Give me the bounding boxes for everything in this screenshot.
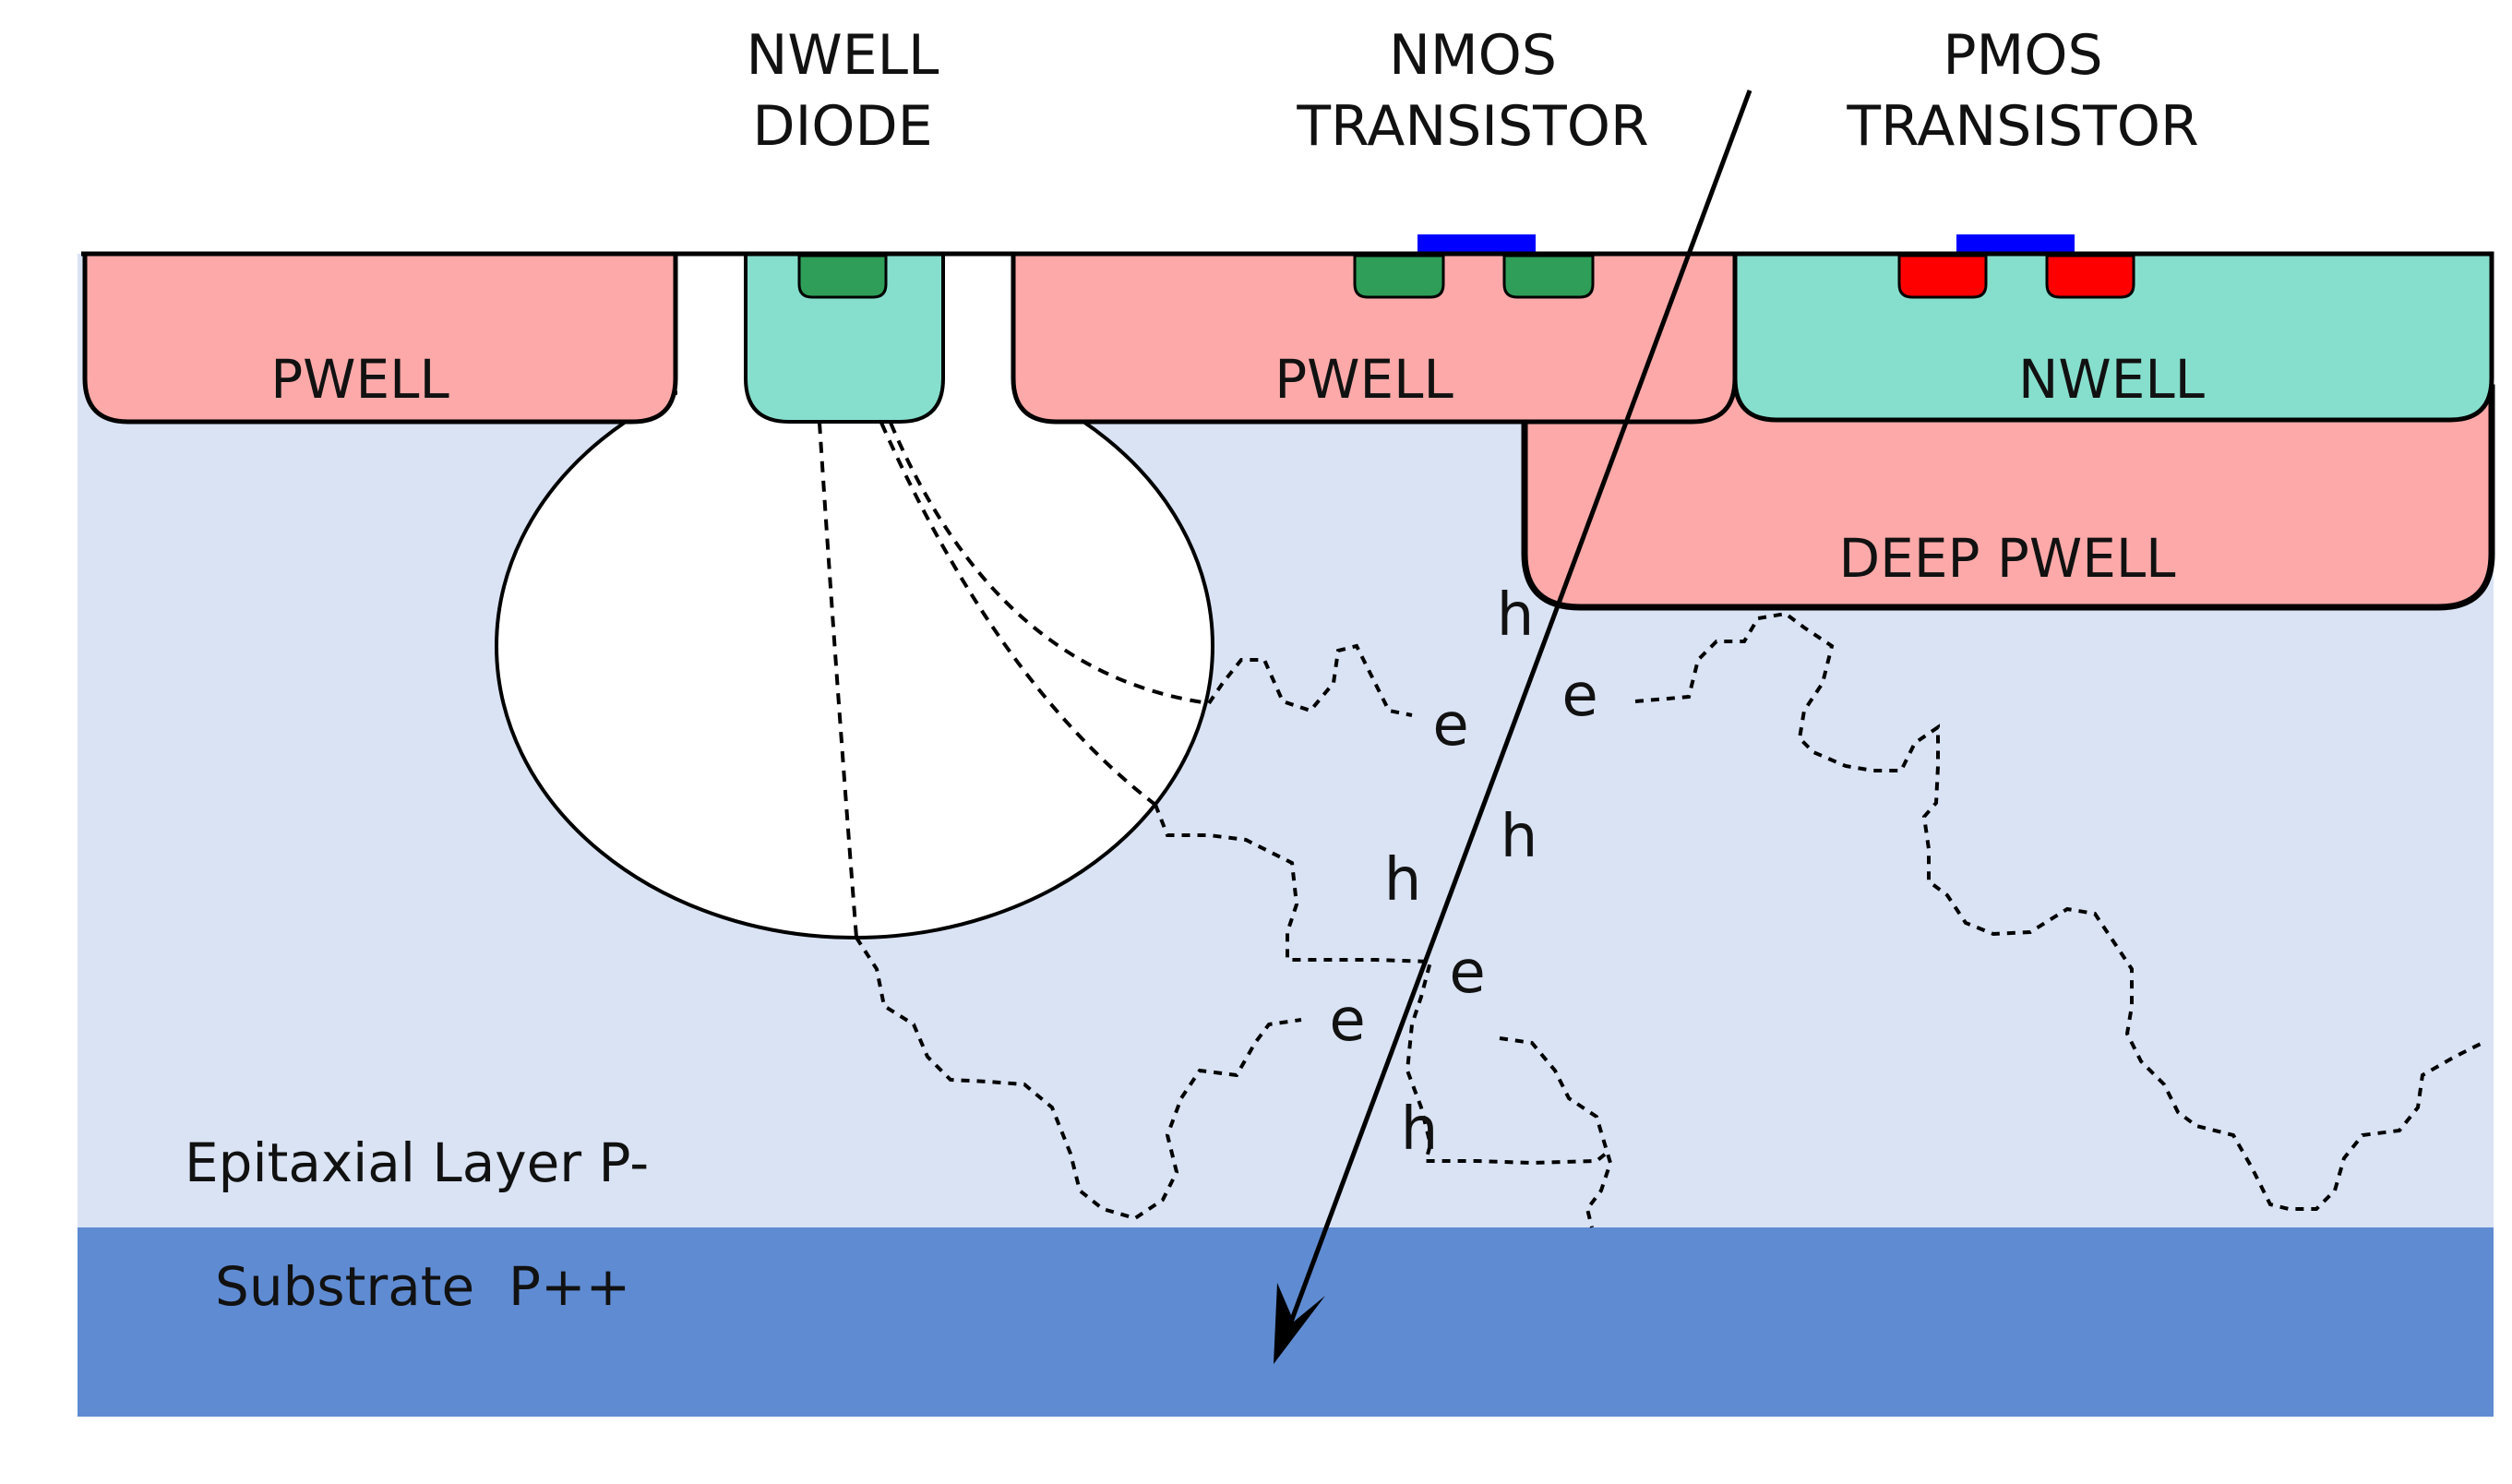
pwell-left: [82, 251, 678, 425]
drift-path-2: [879, 422, 1157, 807]
header-nmos-line1: NMOS: [1389, 23, 1557, 88]
carrier-hole-2: h: [1501, 803, 1538, 871]
label-nwell-pmos: NWELL: [2018, 348, 2205, 411]
n-diffusion-nmos-drain: [1502, 254, 1595, 299]
p-diffusion-pmos-drain: [2045, 254, 2135, 299]
header-pmos-line2: TRANSISTOR: [1846, 94, 2198, 159]
carrier-electron-2: e: [1432, 691, 1468, 760]
p-diffusion-pmos-source: [1897, 254, 1988, 299]
deep-pwell: [1521, 384, 2495, 611]
particle-arrowhead: [1274, 1283, 1325, 1364]
label-pwell-left: PWELL: [270, 348, 449, 411]
diffusion-path-3: [1207, 643, 1413, 717]
label-pwell-nmos: PWELL: [1274, 348, 1453, 411]
diffusion-path-4: [1499, 1036, 1613, 1228]
carrier-electron-4: e: [1329, 987, 1365, 1055]
drift-path-3: [889, 422, 1210, 705]
carrier-electron-3: e: [1449, 939, 1485, 1007]
label-deep-pwell: DEEP PWELL: [1839, 527, 2176, 590]
carrier-hole-4: h: [1401, 1095, 1439, 1164]
header-pmos-line1: PMOS: [1943, 23, 2102, 88]
nmos-gate: [1417, 234, 1536, 254]
header-nwell-diode-line2: DIODE: [752, 94, 932, 159]
depletion-region: [495, 353, 1214, 939]
pmos-gate: [1956, 234, 2075, 254]
label-epitaxial-layer: Epitaxial Layer P-: [185, 1131, 649, 1194]
surface-gap-left: [677, 254, 744, 420]
drift-path-1: [818, 422, 858, 939]
diffusion-path-2: [1154, 804, 1608, 1166]
label-substrate: Substrate P++: [215, 1255, 630, 1318]
header-nwell-diode-line1: NWELL: [747, 23, 940, 88]
carrier-hole-3: h: [1384, 846, 1422, 915]
carrier-hole-1: h: [1497, 581, 1535, 650]
n-diffusion-nmos-source: [1353, 254, 1445, 299]
nwell-diode-well: [744, 252, 945, 424]
n-diffusion-diode: [797, 254, 888, 299]
particle-track: [1287, 90, 1752, 1325]
diffusion-path-5: [1634, 611, 2483, 1211]
carrier-electron-1: e: [1561, 662, 1597, 730]
header-nmos-line2: TRANSISTOR: [1296, 94, 1648, 159]
surface-gap-right: [945, 254, 1011, 420]
diffusion-path-1: [855, 936, 1302, 1221]
